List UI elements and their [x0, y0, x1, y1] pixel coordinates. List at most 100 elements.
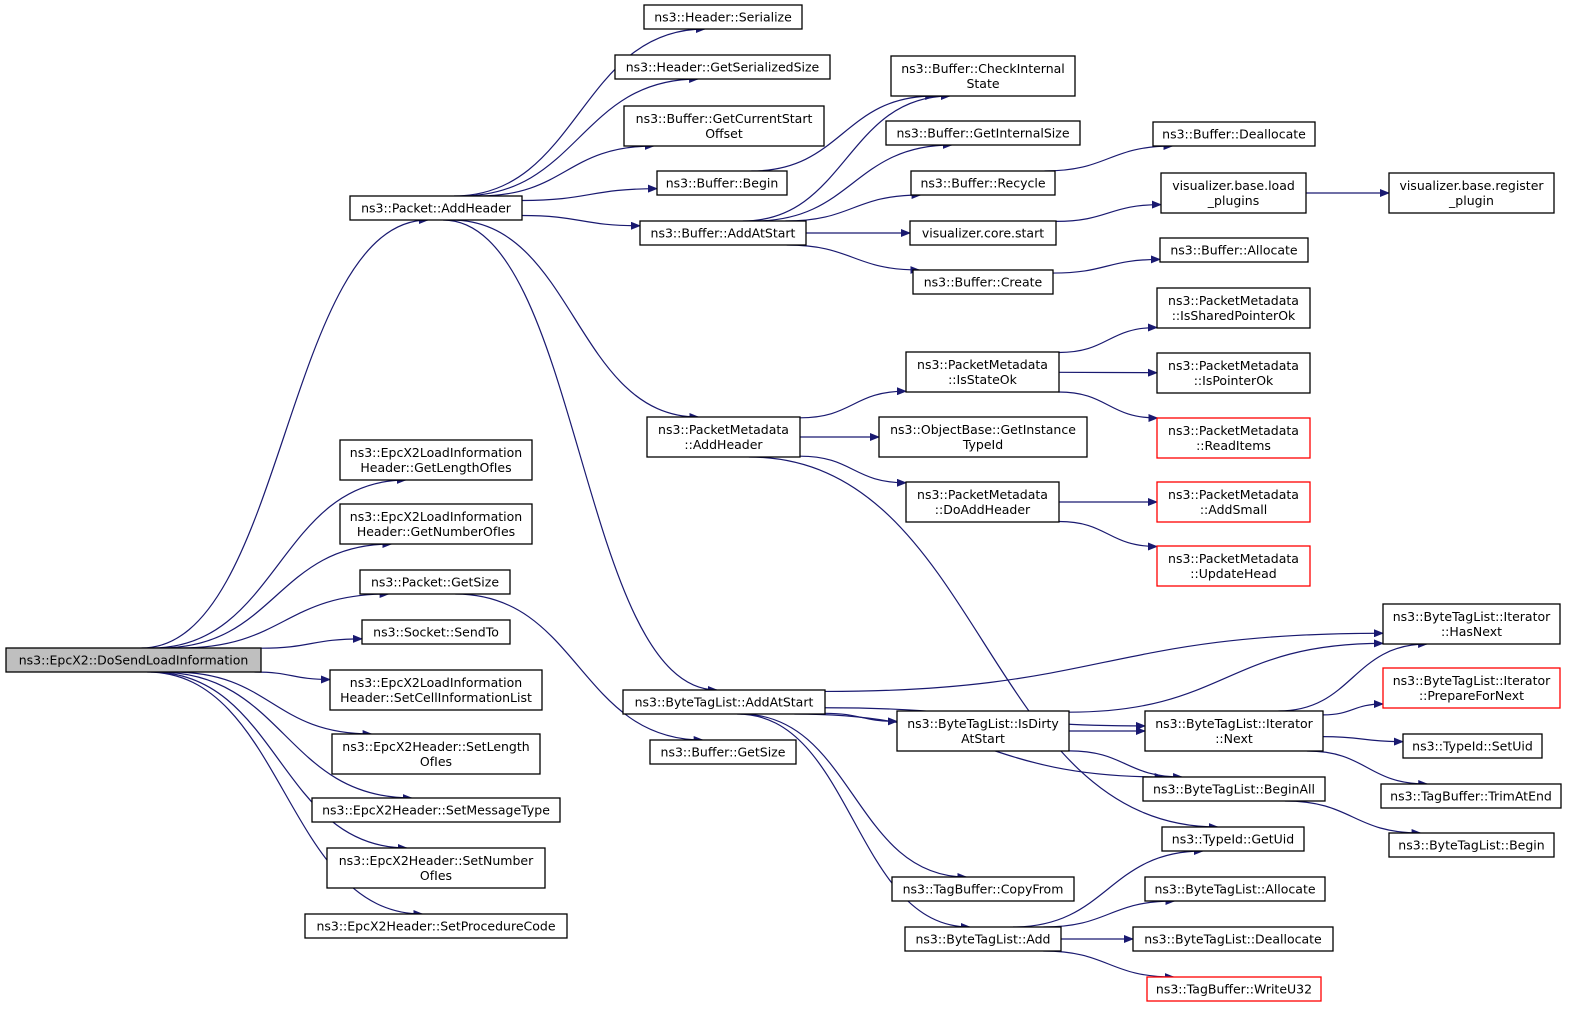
- node-typeidsetuid[interactable]: ns3::TypeId::SetUid: [1402, 733, 1543, 759]
- edge-bufaddatstart-to-bufcheck: [742, 92, 951, 222]
- node-box: [331, 733, 541, 775]
- node-setmsgtype[interactable]: ns3::EpcX2Header::SetMessageType: [311, 797, 561, 823]
- node-label: ns3::ByteTagList::Begin: [1398, 838, 1544, 853]
- node-label: ns3::PacketMetadata: [917, 357, 1048, 372]
- edge-btlitnext-to-btlitprepare: [1322, 700, 1384, 716]
- edge-arrow: [1322, 735, 1404, 746]
- node-box: [1382, 667, 1561, 709]
- node-btlbeginall[interactable]: ns3::ByteTagList::BeginAll: [1142, 776, 1326, 802]
- node-pmdoaddheader[interactable]: ns3::PacketMetadata::DoAddHeader: [905, 481, 1060, 523]
- node-box: [896, 710, 1070, 752]
- edge-bufrecycle-to-bufdealloc: [1044, 142, 1174, 172]
- node-root[interactable]: ns3::EpcX2::DoSendLoadInformation: [5, 647, 262, 673]
- node-addheader[interactable]: ns3::Packet::AddHeader: [349, 195, 523, 221]
- node-label: ns3::Buffer::Create: [924, 275, 1043, 290]
- edge-root-to-setproccode: [147, 671, 424, 918]
- node-bufdealloc[interactable]: ns3::Buffer::Deallocate: [1152, 121, 1316, 147]
- node-visloadplugins[interactable]: visualizer.base.load_plugins: [1160, 172, 1307, 214]
- node-bufgetintsize[interactable]: ns3::Buffer::GetInternalSize: [885, 120, 1081, 146]
- node-getlenofies[interactable]: ns3::EpcX2LoadInformationHeader::GetLeng…: [339, 439, 533, 481]
- node-box: [885, 120, 1081, 146]
- node-pmreaditems[interactable]: ns3::PacketMetadata::ReadItems: [1156, 417, 1311, 459]
- edge-root-to-getnumofies: [160, 540, 393, 649]
- node-viscorestart[interactable]: visualizer.core.start: [909, 220, 1057, 246]
- edge-arrow: [786, 244, 921, 274]
- edge-arrow: [1052, 255, 1161, 274]
- edge-bufaddatstart-to-bufgetintsize: [754, 141, 953, 222]
- node-pktgetsize[interactable]: ns3::Packet::GetSize: [359, 569, 511, 595]
- node-bufaddatstart[interactable]: ns3::Buffer::AddAtStart: [639, 220, 807, 246]
- edge-addheader-to-btladdatstart: [442, 219, 719, 694]
- edge-arrow: [521, 214, 641, 230]
- node-btladdatstart[interactable]: ns3::ByteTagList::AddAtStart: [622, 689, 826, 715]
- edge-bufcreate-to-bufalloc: [1052, 255, 1161, 274]
- node-pmaddsmall[interactable]: ns3::PacketMetadata::AddSmall: [1156, 481, 1311, 523]
- edge-addheader-to-bufaddatstart: [521, 214, 641, 230]
- edge-arrow: [799, 387, 907, 419]
- node-label: ns3::Buffer::Allocate: [1170, 243, 1298, 258]
- edge-pmaddheader-to-pmisstateok: [799, 387, 907, 419]
- node-box: [623, 105, 825, 147]
- node-label: ns3::Header::GetSerializedSize: [626, 60, 820, 75]
- edge-btlisdirty-to-btlithasnext: [1068, 639, 1384, 713]
- node-btlbegin[interactable]: ns3::ByteTagList::Begin: [1388, 832, 1555, 858]
- node-label: TypeId: [962, 437, 1003, 452]
- node-tbwriteu32[interactable]: ns3::TagBuffer::WriteU32: [1146, 976, 1322, 1002]
- node-hdrserialize[interactable]: ns3::Header::Serialize: [643, 4, 803, 30]
- node-tbtrimatend[interactable]: ns3::TagBuffer::TrimAtEnd: [1380, 783, 1562, 809]
- node-hdrgetsersize[interactable]: ns3::Header::GetSerializedSize: [614, 54, 831, 80]
- node-label: ns3::ByteTagList::Add: [915, 932, 1050, 947]
- node-label: ns3::ByteTagList::Iterator: [1393, 609, 1551, 624]
- node-pmisptrok[interactable]: ns3::PacketMetadata::IsPointerOk: [1156, 352, 1311, 394]
- node-label: ns3::Buffer::GetSize: [661, 745, 786, 760]
- node-btlallocate[interactable]: ns3::ByteTagList::Allocate: [1144, 876, 1326, 902]
- edge-root-to-getlenofies: [151, 476, 407, 649]
- node-typeidgetuid[interactable]: ns3::TypeId::GetUid: [1161, 826, 1305, 852]
- node-label: ns3::Buffer::GetCurrentStart: [636, 111, 813, 126]
- node-pmisstateok[interactable]: ns3::PacketMetadata::IsStateOk: [905, 351, 1060, 393]
- node-setcellinfo[interactable]: ns3::EpcX2LoadInformationHeader::SetCell…: [329, 669, 543, 711]
- node-box: [304, 913, 568, 939]
- node-btladd[interactable]: ns3::ByteTagList::Add: [904, 926, 1062, 952]
- node-bufbegin[interactable]: ns3::Buffer::Begin: [656, 170, 788, 196]
- node-bufalloc[interactable]: ns3::Buffer::Allocate: [1159, 237, 1309, 263]
- node-bufrecycle[interactable]: ns3::Buffer::Recycle: [910, 170, 1056, 196]
- edge-arrow: [151, 476, 407, 649]
- node-label: ns3::ObjectBase::GetInstance: [890, 422, 1076, 437]
- node-label: ::Next: [1215, 731, 1253, 746]
- node-btlithasnext[interactable]: ns3::ByteTagList::Iterator::HasNext: [1382, 603, 1561, 645]
- node-tbcopyfrom[interactable]: ns3::TagBuffer::CopyFrom: [891, 876, 1075, 902]
- node-sendto[interactable]: ns3::Socket::SendTo: [361, 619, 511, 645]
- node-pmupdatehead[interactable]: ns3::PacketMetadata::UpdateHead: [1156, 545, 1311, 587]
- edge-pmisstateok-to-pmreaditems: [1058, 391, 1159, 422]
- node-bufgetsize[interactable]: ns3::Buffer::GetSize: [649, 739, 797, 765]
- edge-arrow: [742, 92, 951, 222]
- node-btlitnext[interactable]: ns3::ByteTagList::Iterator::Next: [1144, 710, 1324, 752]
- node-btlitprepare[interactable]: ns3::ByteTagList::Iterator::PrepareForNe…: [1382, 667, 1561, 709]
- edge-arrow: [521, 184, 658, 202]
- edge-arrow: [1058, 323, 1158, 354]
- edge-addheader-to-hdrgetsersize: [460, 75, 700, 197]
- edge-arrow: [260, 634, 363, 649]
- node-btldealloc[interactable]: ns3::ByteTagList::Deallocate: [1132, 926, 1334, 952]
- edge-bufbegin-to-bufcheck: [751, 92, 936, 172]
- edge-arrow: [451, 219, 700, 421]
- node-label: ::AddHeader: [684, 437, 763, 452]
- node-visregplugin[interactable]: visualizer.base.register_plugin: [1388, 172, 1555, 214]
- node-bufcreate[interactable]: ns3::Buffer::Create: [912, 269, 1054, 295]
- node-pmaddheader[interactable]: ns3::PacketMetadata::AddHeader: [646, 416, 801, 458]
- node-box: [1132, 926, 1334, 952]
- node-getnumofies[interactable]: ns3::EpcX2LoadInformationHeader::GetNumb…: [339, 503, 533, 545]
- edge-root-to-setmsgtype: [157, 671, 413, 802]
- edge-root-to-setnumofies: [150, 671, 408, 852]
- node-label: Header::GetLengthOfIes: [360, 460, 511, 475]
- node-pmissharedptr[interactable]: ns3::PacketMetadata::IsSharedPointerOk: [1156, 287, 1311, 329]
- node-label: ns3::ByteTagList::IsDirty: [907, 716, 1059, 731]
- node-setproccode[interactable]: ns3::EpcX2Header::SetProcedureCode: [304, 913, 568, 939]
